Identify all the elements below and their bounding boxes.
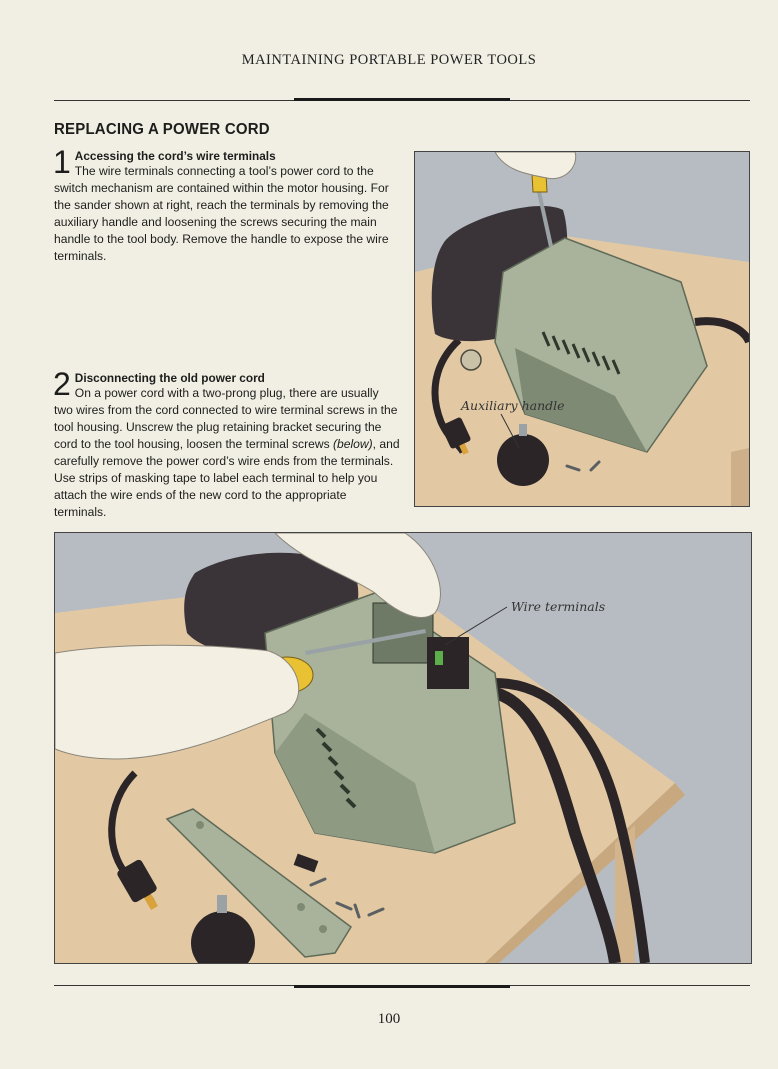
power-cord [493, 687, 621, 963]
step-2-body-italic: (below) [332, 437, 373, 451]
auxiliary-handle-leader [500, 413, 520, 449]
wire-terminals-leader [444, 606, 508, 646]
running-head: MAINTAINING PORTABLE POWER TOOLS [241, 52, 537, 68]
plug-prong [459, 443, 469, 455]
vent-slots [541, 331, 621, 375]
bench-front [731, 448, 749, 506]
main-handle [165, 808, 352, 958]
plug [117, 859, 157, 903]
step-2-body: On a power cord with a two-prong plug, t… [54, 386, 400, 519]
step-2-number: 2 [53, 366, 71, 402]
handle-hole-3 [319, 925, 327, 933]
step-1-body: The wire terminals connecting a tool’s p… [54, 164, 389, 263]
handle-hole-2 [297, 903, 305, 911]
auxiliary-handle-knob [497, 434, 549, 486]
figure-bottom-illustration [55, 533, 751, 963]
wire-terminals-label: Wire terminals [511, 599, 606, 614]
screwdriver-shaft [537, 192, 553, 247]
figure-bottom: Wire terminals [54, 532, 752, 964]
step-1: 1 Accessing the cord’s wire terminals Th… [53, 144, 400, 265]
step-2: 2 Disconnecting the old power cord On a … [53, 366, 400, 521]
retaining-bracket [293, 853, 319, 873]
green-terminal [435, 651, 443, 665]
step-1-heading: Accessing the cord’s wire terminals [74, 149, 276, 163]
handle-hole-1 [196, 821, 204, 829]
loose-screws [565, 460, 601, 472]
page-number: 100 [377, 1011, 401, 1027]
auxiliary-handle-label: Auxiliary handle [461, 398, 565, 413]
section-title: REPLACING A POWER CORD [54, 120, 270, 139]
header-rule-bar [294, 98, 510, 101]
sander-side [275, 713, 435, 853]
footer-rule-bar [294, 985, 510, 988]
power-cord-rear [694, 317, 749, 344]
hand-right [274, 533, 441, 618]
step-2-heading: Disconnecting the old power cord [74, 371, 265, 385]
auxiliary-handle-stud [519, 424, 527, 436]
step-1-number: 1 [53, 144, 71, 180]
switch-box [427, 637, 469, 689]
figure-top-illustration [415, 152, 749, 506]
loose-screws [309, 877, 385, 919]
front-roller [460, 349, 482, 371]
step-2-body-start: On a power cord with a two-prong plug, t… [54, 386, 398, 451]
hand-left [55, 644, 300, 760]
auxiliary-handle-stud [217, 895, 227, 913]
power-cord-2 [494, 678, 650, 963]
hand [494, 152, 577, 180]
auxiliary-handle-knob [191, 911, 255, 963]
plug-prong [144, 893, 158, 911]
screwdriver-shaft [305, 629, 426, 655]
vent-slots [315, 727, 357, 809]
step-2-body-end: , and carefully remove the power cord’s … [54, 437, 400, 519]
sander-belt-housing [515, 348, 647, 452]
plug [441, 417, 471, 449]
figure-top: Auxiliary handle [414, 151, 750, 507]
